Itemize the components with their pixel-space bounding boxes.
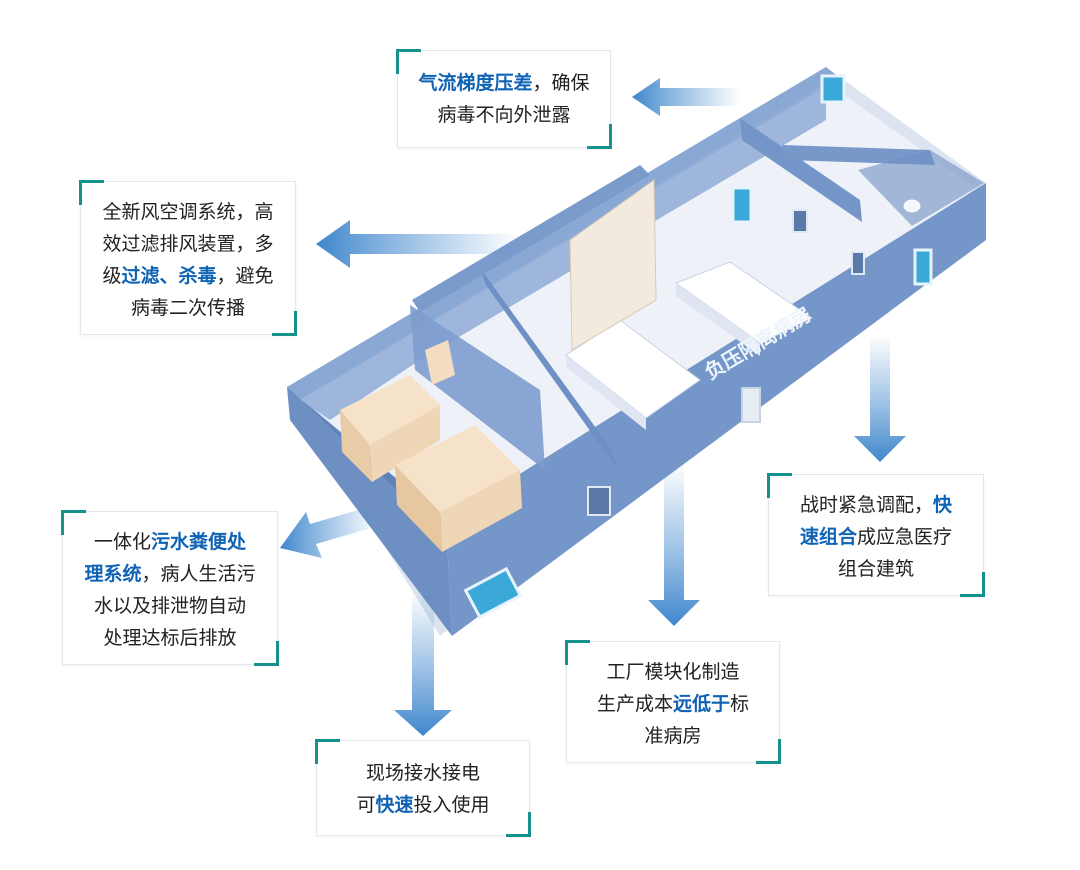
- site-text-2a: 可: [356, 794, 376, 816]
- factory-text-2a: 生产成本: [596, 693, 673, 715]
- sewage-text-3: 水以及排泄物自动: [93, 595, 246, 617]
- factory-text-3: 准病房: [644, 725, 702, 747]
- emergency-text-1a: 战时紧急调配，: [799, 494, 933, 516]
- emergency-text-2b: 成应急医疗: [857, 526, 953, 548]
- hvac-text-2: 效过滤排风装置，多: [102, 233, 274, 255]
- arrow-hvac: [316, 220, 520, 268]
- hvac-text-1: 全新风空调系统，高: [102, 201, 274, 223]
- callout-sewage-system: 一体化污水粪便处 理系统，病人生活污 水以及排泄物自动 处理达标后排放: [61, 510, 279, 666]
- site-highlight: 快速: [375, 794, 414, 816]
- arrow-factory: [648, 462, 700, 626]
- sewage-highlight-1: 污水粪便处: [151, 531, 247, 553]
- hvac-highlight-filter: 过滤: [121, 265, 160, 287]
- callout-hvac-system: 全新风空调系统，高 效过滤排风装置，多 级过滤、杀毒，避免 病毒二次传播: [79, 180, 297, 336]
- modular-ward-container: 负压隔离病房: [287, 67, 986, 636]
- sewage-text-1a: 一体化: [93, 531, 151, 553]
- arrow-sewage: [280, 506, 378, 558]
- hvac-separator: 、: [159, 265, 179, 287]
- factory-text-2c: 标: [730, 693, 750, 715]
- sewage-highlight-2: 理系统: [84, 563, 142, 585]
- hvac-highlight-disinfect: 杀毒: [178, 265, 217, 287]
- emergency-highlight-2: 速组合: [799, 526, 857, 548]
- emergency-text-3: 组合建筑: [837, 558, 914, 580]
- hvac-text-4: 病毒二次传播: [130, 297, 245, 319]
- factory-highlight: 远低于: [672, 693, 730, 715]
- hvac-text-3e: ，避免: [216, 265, 274, 287]
- callout-pressure-gradient: 气流梯度压差，确保 病毒不向外泄露: [396, 49, 612, 149]
- emergency-highlight-1: 快: [933, 494, 953, 516]
- hvac-text-3a: 级: [102, 265, 122, 287]
- callout-emergency-deployment: 战时紧急调配，快 速组合成应急医疗 组合建筑: [767, 473, 985, 597]
- sewage-text-2b: ，病人生活污: [141, 563, 256, 585]
- callout-arrows: [280, 78, 906, 736]
- arrow-site: [394, 590, 452, 736]
- callout-site-hookup: 现场接水接电 可快速投入使用: [315, 739, 531, 837]
- callout-factory-modular: 工厂模块化制造 生产成本远低于标 准病房: [565, 640, 781, 764]
- site-text-2c: 投入使用: [413, 794, 490, 816]
- arrow-emergency: [854, 335, 906, 462]
- arrow-pressure: [632, 78, 740, 116]
- pressure-text-1: ，确保: [532, 72, 590, 94]
- factory-text-1: 工厂模块化制造: [606, 661, 740, 683]
- sewage-text-4: 处理达标后排放: [103, 627, 237, 649]
- pressure-highlight: 气流梯度压差: [418, 72, 533, 94]
- pressure-text-2: 病毒不向外泄露: [437, 104, 571, 126]
- site-text-1: 现场接水接电: [365, 762, 480, 784]
